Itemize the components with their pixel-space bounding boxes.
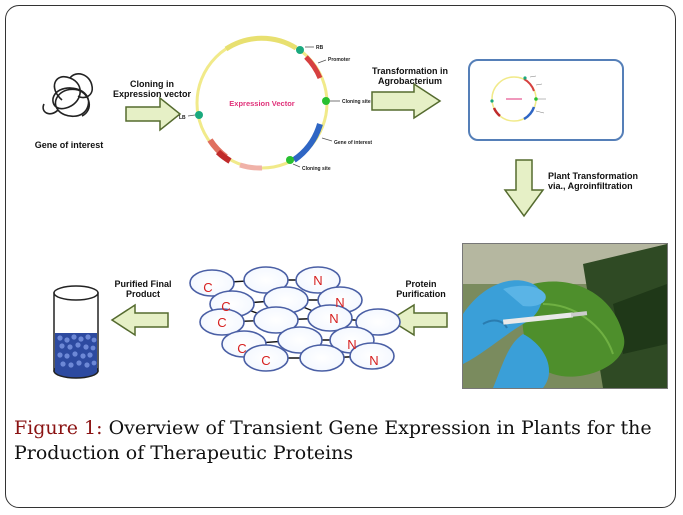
lb-label: LB	[179, 115, 186, 121]
gene-of-interest-label: Gene of interest	[34, 140, 104, 150]
plant-transformation-arrow	[503, 159, 545, 218]
agrobacterium-plasmid-icon	[490, 75, 546, 122]
protein-purification-arrow	[388, 303, 448, 337]
lb-marker	[195, 111, 203, 119]
protein-marker-label: N	[329, 311, 338, 326]
protein-marker-label: C	[203, 280, 212, 295]
protein-marker-label: N	[313, 273, 322, 288]
protein-node	[299, 344, 345, 372]
purified-product-arrow	[110, 303, 169, 337]
caption-text: Overview of Transient Gene Expression in…	[14, 417, 652, 465]
protein-node	[295, 266, 341, 294]
vector-title: Expression Vector	[229, 99, 295, 108]
rb-marker	[296, 46, 304, 54]
promoter-label: Promoter	[328, 57, 350, 63]
protein-marker-label: C	[217, 315, 226, 330]
figure-label: Figure 1:	[14, 417, 103, 439]
diagram-canvas: Expression Vector RB Promoter Cloning si…	[42, 35, 545, 379]
protein-marker-label: N	[347, 337, 356, 352]
protein-marker-label: C	[221, 299, 230, 314]
protein-node	[243, 344, 289, 372]
protein-node	[349, 342, 395, 370]
cloning-site-marker	[322, 97, 330, 105]
cloning-site-label: Cloning site	[342, 99, 371, 105]
gene-of-interest-icon	[42, 73, 94, 118]
protein-marker-label: N	[369, 353, 378, 368]
protein-node	[199, 308, 245, 336]
protein-node	[189, 269, 235, 297]
rb-label: RB	[316, 45, 324, 51]
protein-marker-label: N	[335, 295, 344, 310]
protein-node	[355, 308, 401, 336]
agroinfiltration-photo	[462, 243, 668, 389]
gene-of-interest-vector-label: Gene of interest	[334, 140, 372, 146]
cloning-site-label-2: Cloning site	[302, 166, 331, 172]
protein-marker-label: C	[237, 341, 246, 356]
expression-vector-plasmid: Expression Vector RB Promoter Cloning si…	[179, 35, 372, 172]
cloning-site-marker-2	[286, 156, 294, 164]
figure-frame	[5, 5, 676, 508]
figure-caption: Figure 1: Overview of Transient Gene Exp…	[14, 416, 670, 466]
protein-node	[253, 306, 299, 334]
protein-purification-label: Protein Purification	[396, 279, 446, 300]
protein-node	[307, 304, 353, 332]
protein-marker-label: C	[261, 353, 270, 368]
protein-node	[243, 266, 289, 294]
transformation-label: Transformation in Agrobacterium	[371, 66, 448, 87]
plant-transformation-label: Plant Transformation via., Agroinfiltrat…	[548, 171, 639, 192]
agrobacterium-cell	[468, 59, 624, 141]
cloning-label: Cloning in Expression vector	[112, 79, 192, 100]
transformation-arrow	[371, 82, 442, 120]
cloning-arrow	[125, 96, 182, 132]
purified-product-label: Purified Final Product	[114, 279, 172, 300]
purified-product-tube-icon	[53, 285, 99, 379]
